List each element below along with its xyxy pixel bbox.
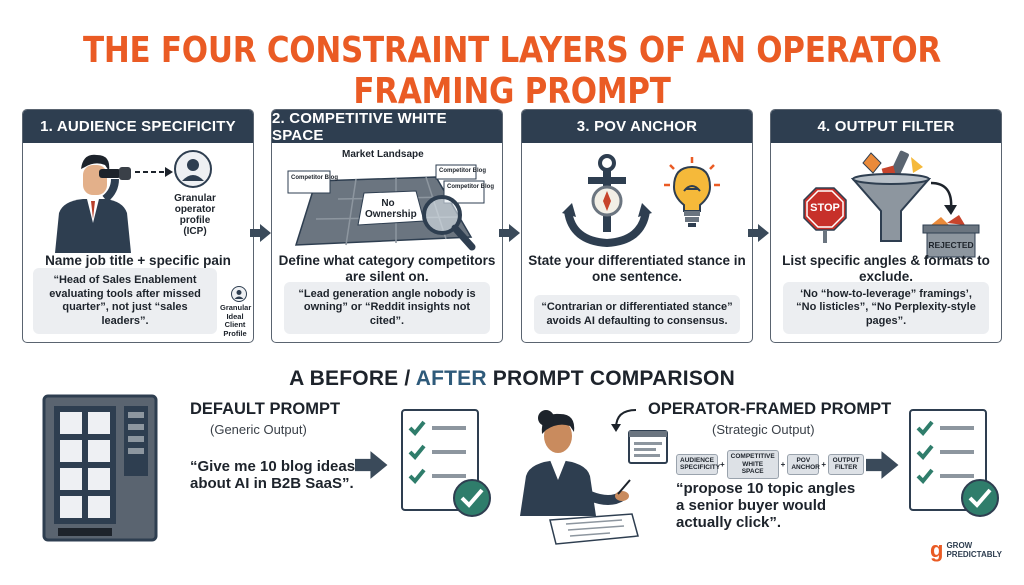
- panel-header: 3. POV ANCHOR: [522, 110, 752, 143]
- comparison-title-before: A BEFORE /: [289, 367, 416, 390]
- competitor-blog-tag: Competitor Blog: [447, 184, 494, 190]
- brand-mark: g: [930, 537, 944, 562]
- flow-arrow-icon: [355, 451, 388, 479]
- comparison-title: A BEFORE / AFTER PROMPT COMPARISON: [0, 367, 1024, 391]
- chip-audience-specificity: AUDIENCE SPECIFICITY: [676, 453, 720, 475]
- flow-arrow-icon: [866, 451, 899, 479]
- chip-output-filter: OUTPUT FILTER: [828, 453, 865, 475]
- panel-illustration: STOP REJECTED: [771, 143, 1001, 258]
- panel-header: 4. OUTPUT FILTER: [771, 110, 1001, 143]
- browser-window-icon: [628, 430, 668, 464]
- competitor-blog-tag: Competitor Blog: [291, 175, 338, 181]
- panel-example-quote: “Head of Sales Enablement evaluating too…: [33, 268, 217, 334]
- comparison-title-tail: PROMPT COMPARISON: [486, 367, 735, 390]
- no-ownership-tag: No Ownership: [365, 198, 417, 220]
- anchor-icon: [562, 154, 652, 248]
- operator-prompt-title: OPERATOR-FRAMED PROMPT: [648, 400, 892, 418]
- lightbulb-icon: [664, 157, 720, 227]
- binoculars-person-icon: [55, 154, 131, 253]
- constraint-chip-row: AUDIENCE SPECIFICITY + COMPETITIVE WHITE…: [676, 450, 865, 479]
- curved-arrow-icon: [611, 409, 637, 432]
- flow-arrow-icon: [250, 224, 271, 242]
- operator-prompt-subtitle: (Strategic Output): [712, 422, 815, 437]
- stop-sign-label: STOP: [810, 202, 840, 214]
- panel-competitive-white-space: 2. COMPETITIVE WHITE SPACE Market Landsa…: [271, 109, 503, 343]
- rejected-label: REJECTED: [928, 240, 974, 250]
- panel-example-quote: ‘No “how-to-leverage” framings’, “No lis…: [783, 281, 989, 334]
- brand-line2: PREDICTABLY: [946, 550, 1003, 559]
- default-prompt-title: DEFAULT PROMPT: [190, 400, 341, 418]
- panel-instruction: List specific angles & formats to exclud…: [782, 253, 990, 284]
- mini-icp-label: Granular Ideal Client Profile: [220, 303, 252, 338]
- market-map-icon: [287, 164, 485, 251]
- panel-pov-anchor: 3. POV ANCHOR State your differentiated …: [521, 109, 753, 343]
- stop-sign-icon: [803, 187, 847, 243]
- brand-line1: GROW: [946, 541, 973, 550]
- default-prompt-quote: “Give me 10 blog ideas about AI in B2B S…: [190, 458, 356, 492]
- rejected-bin-icon: [922, 215, 980, 258]
- competitor-blog-tag: Competitor Blog: [439, 168, 486, 174]
- generic-checklist-icon: [401, 409, 491, 517]
- strategic-checklist-icon: [909, 409, 999, 517]
- panel-instruction: Define what category competitors are sil…: [278, 253, 496, 284]
- panel-header: 2. COMPETITIVE WHITE SPACE: [272, 110, 502, 144]
- panel-illustration: Market Landsape Competitor Blog Competit…: [272, 143, 502, 253]
- chip-competitive-white-space: COMPETITIVE WHITE SPACE: [726, 450, 779, 479]
- arrow-right-icon: [135, 167, 173, 177]
- mini-user-icon: [231, 286, 247, 302]
- operator-prompt-quote: “propose 10 topic angles a senior buyer …: [676, 480, 856, 531]
- market-landscape-label: Market Landsape: [342, 149, 424, 160]
- panel-audience-specificity: 1. AUDIENCE SPECIFICITY Granular operato…: [22, 109, 254, 343]
- comparison-title-after: AFTER: [415, 367, 487, 390]
- panel-output-filter: 4. OUTPUT FILTER STOP REJECTED List spe: [770, 109, 1002, 343]
- page-title: THE FOUR CONSTRAINT LAYERS OF AN OPERATO…: [82, 30, 942, 112]
- panel-instruction: State your differentiated stance in one …: [528, 253, 746, 284]
- curved-arrow-icon: [930, 181, 957, 215]
- writing-person-icon: [520, 410, 639, 545]
- vending-machine-icon: [42, 394, 158, 542]
- default-prompt-subtitle: (Generic Output): [210, 422, 307, 437]
- panel-example-quote: “Lead generation angle nobody is owning”…: [284, 281, 490, 334]
- user-profile-icon: [174, 150, 212, 188]
- panel-illustration: Granular operator profile (ICP): [23, 143, 253, 253]
- panel-example-quote: “Contrarian or differentiated stance” av…: [534, 295, 740, 334]
- panel-illustration: [522, 143, 752, 253]
- icp-label: Granular operator profile (ICP): [174, 193, 216, 237]
- flow-arrow-icon: [499, 224, 520, 242]
- flow-arrow-icon: [748, 224, 769, 242]
- chip-pov-anchor: POV ANCHOR: [787, 453, 820, 475]
- panel-header: 1. AUDIENCE SPECIFICITY: [23, 110, 253, 143]
- funnel-icon: [851, 150, 931, 242]
